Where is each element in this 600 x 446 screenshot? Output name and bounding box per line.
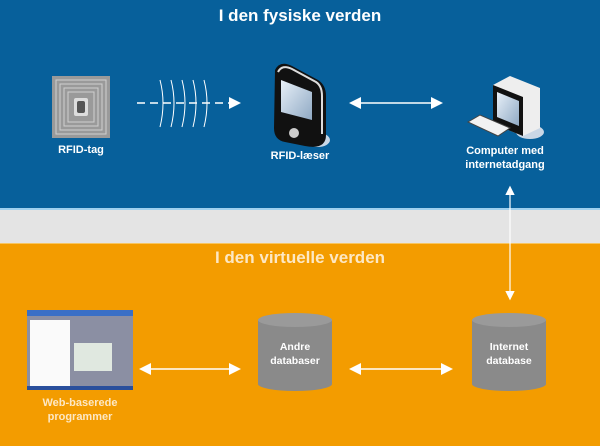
other-databases-label: Andre databaser xyxy=(258,340,332,368)
computer-label: Computer med internetadgang xyxy=(450,144,560,172)
web-app-screenshot xyxy=(27,310,133,390)
rfid-reader-icon xyxy=(274,63,330,147)
virtual-world-title: I den virtuelle verden xyxy=(214,248,386,267)
internet-database-cylinder xyxy=(472,313,546,391)
other-databases-cylinder xyxy=(258,313,332,391)
physical-world-title: I den fysiske verden xyxy=(218,6,382,25)
internet-database-label: Internet database xyxy=(472,340,546,368)
internet-database-line2: database xyxy=(486,355,532,367)
divider-band xyxy=(0,210,600,243)
rfid-tag-label: RFID-tag xyxy=(58,144,104,156)
rfid-tag-icon xyxy=(52,76,110,138)
other-databases-line1: Andre xyxy=(279,341,311,353)
internet-database-line1: Internet xyxy=(489,341,529,353)
computer-label-line1: Computer med xyxy=(466,145,544,157)
divider-line xyxy=(0,208,600,210)
computer-label-line2: internetadgang xyxy=(465,159,545,171)
rfid-reader-label: RFID-læser xyxy=(270,150,330,162)
web-apps-label: Web-baserede programmer xyxy=(20,396,140,424)
computer-icon xyxy=(466,76,544,139)
web-apps-label-line2: programmer xyxy=(47,411,113,423)
web-apps-label-line1: Web-baserede xyxy=(42,397,118,409)
other-databases-line2: databaser xyxy=(270,355,320,367)
